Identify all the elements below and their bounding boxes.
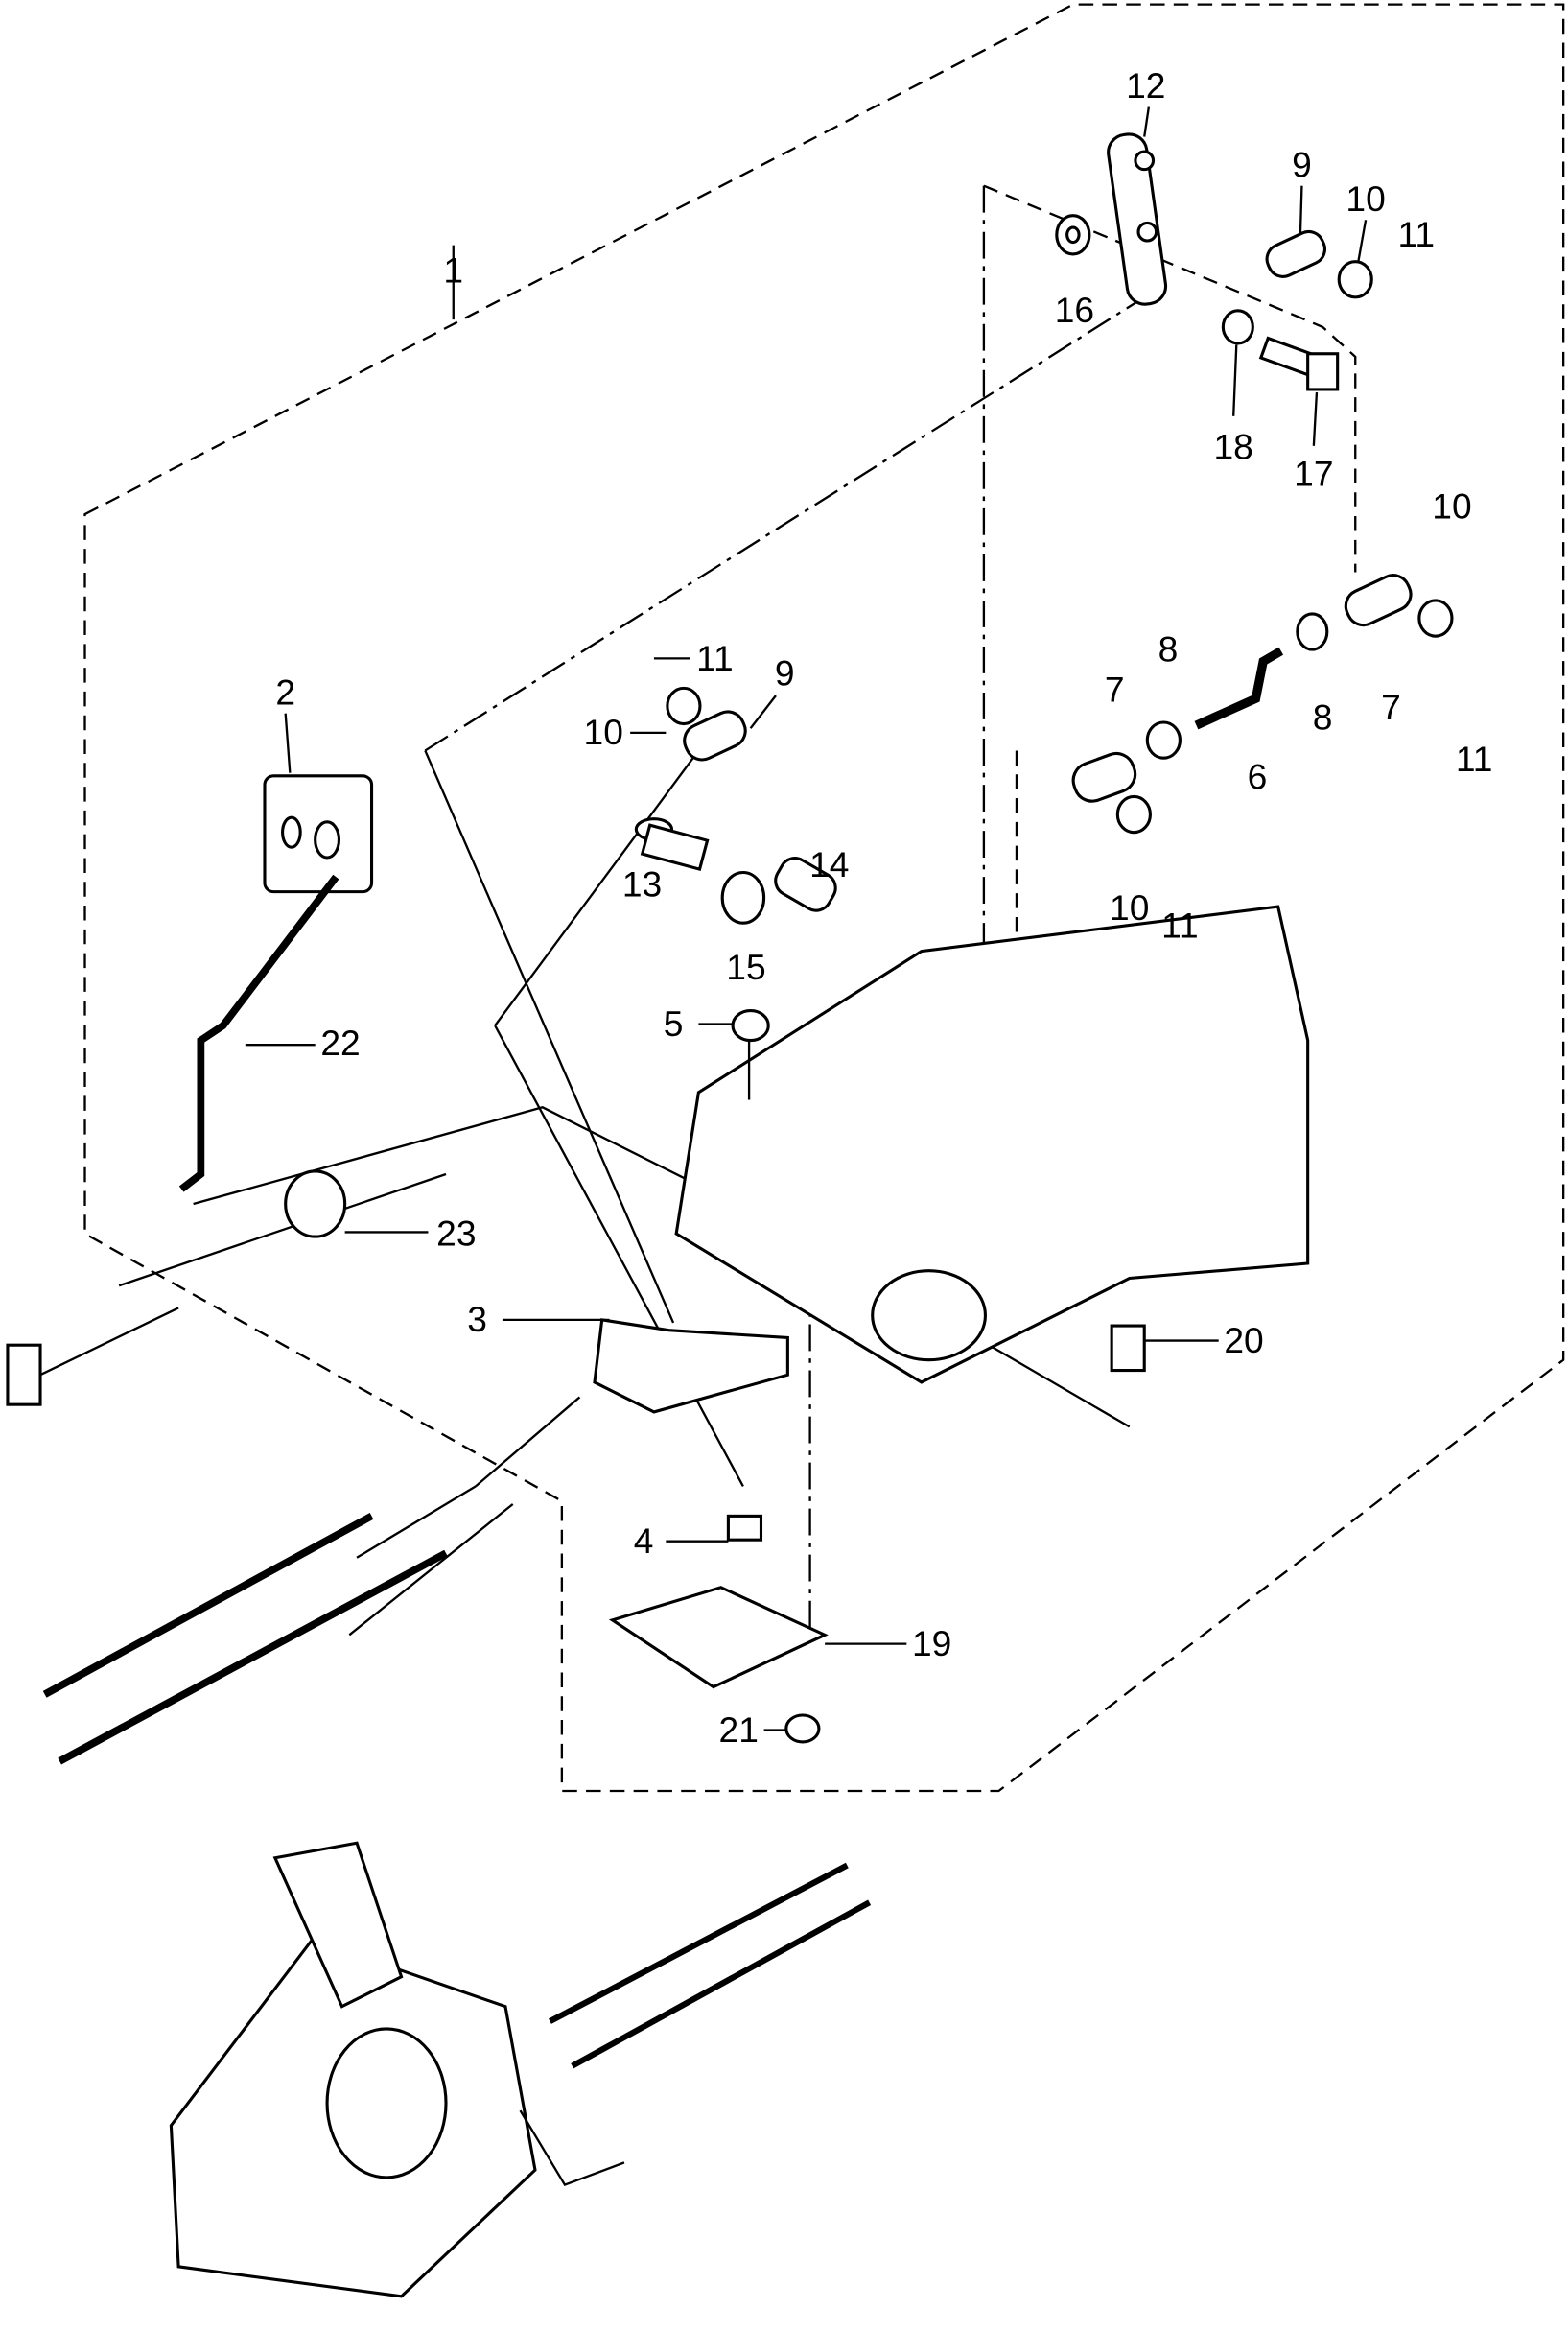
bolt-20 — [1110, 1324, 1146, 1373]
bolt-17 — [1258, 336, 1340, 391]
callout-5: 5 — [664, 1003, 684, 1044]
leader-lines — [245, 106, 1368, 1731]
washer-16 — [1055, 214, 1091, 256]
callout-23: 23 — [436, 1213, 476, 1253]
rod-6 — [1194, 647, 1284, 730]
callout-15: 15 — [726, 947, 765, 987]
rod-22 — [178, 874, 339, 1192]
callout-14: 14 — [809, 844, 849, 884]
joint-9-upper — [1265, 229, 1327, 278]
callout-10: 10 — [584, 712, 623, 752]
joint-9-left — [683, 710, 747, 762]
grommet-23 — [284, 1169, 347, 1238]
callout-6: 6 — [1248, 757, 1268, 797]
callout-9: 9 — [1292, 144, 1312, 184]
washer-10-left — [666, 686, 702, 726]
washer-10-right — [1417, 599, 1454, 638]
bracket-3 — [593, 1318, 789, 1414]
callout-22: 22 — [320, 1023, 360, 1063]
callout-16: 16 — [1055, 290, 1094, 330]
callout-2: 2 — [275, 671, 295, 712]
plate-19 — [608, 1586, 829, 1689]
callout-10: 10 — [1110, 887, 1149, 928]
nut-5 — [731, 1009, 770, 1043]
callout-13: 13 — [622, 863, 662, 904]
callout-10: 10 — [1346, 178, 1385, 219]
kit-boundary — [83, 3, 1565, 1793]
callout-1: 1 — [443, 249, 463, 290]
callout-8: 8 — [1313, 697, 1333, 738]
callout-10: 10 — [1432, 486, 1471, 527]
callout-4: 4 — [634, 1520, 654, 1561]
washer-10-lower — [1115, 794, 1152, 835]
washer-10-upper — [1337, 260, 1373, 299]
callout-20: 20 — [1224, 1320, 1263, 1360]
callout-11: 11 — [696, 638, 734, 678]
bracket-assembly — [674, 905, 1310, 1384]
callout-7: 7 — [1105, 669, 1125, 709]
callout-17: 17 — [1294, 454, 1333, 494]
callout-11: 11 — [1397, 214, 1435, 254]
washer-15 — [720, 870, 766, 925]
joint-7-right — [1344, 574, 1413, 627]
pin-13 — [634, 817, 710, 872]
cable-housing — [6, 1307, 179, 1406]
nut-8-left — [1145, 720, 1182, 760]
callouts: 1 12 9 10 11 16 18 17 10 2 11 9 10 7 8 8… — [275, 65, 1492, 1750]
collar-14 — [774, 857, 837, 912]
remote-control-box — [169, 1841, 537, 2298]
callout-18: 18 — [1214, 427, 1253, 467]
callout-12: 12 — [1126, 65, 1165, 106]
nut-21 — [784, 1713, 821, 1744]
washer-18 — [1221, 309, 1254, 345]
joint-7-left — [1071, 751, 1137, 803]
cables — [42, 1512, 448, 1765]
callout-3: 3 — [467, 1299, 487, 1339]
callout-11: 11 — [1161, 906, 1199, 946]
callout-21: 21 — [719, 1709, 759, 1750]
remote-cables — [519, 1862, 872, 2187]
nut-8-right — [1296, 612, 1329, 651]
bolt-4 — [726, 1514, 763, 1542]
callout-11: 11 — [1456, 739, 1493, 779]
callout-7: 7 — [1381, 687, 1401, 727]
link-plate-12 — [1107, 132, 1168, 306]
callout-8: 8 — [1158, 628, 1179, 669]
callout-9: 9 — [775, 652, 795, 693]
bush-2 — [263, 774, 374, 894]
callout-19: 19 — [912, 1623, 951, 1663]
